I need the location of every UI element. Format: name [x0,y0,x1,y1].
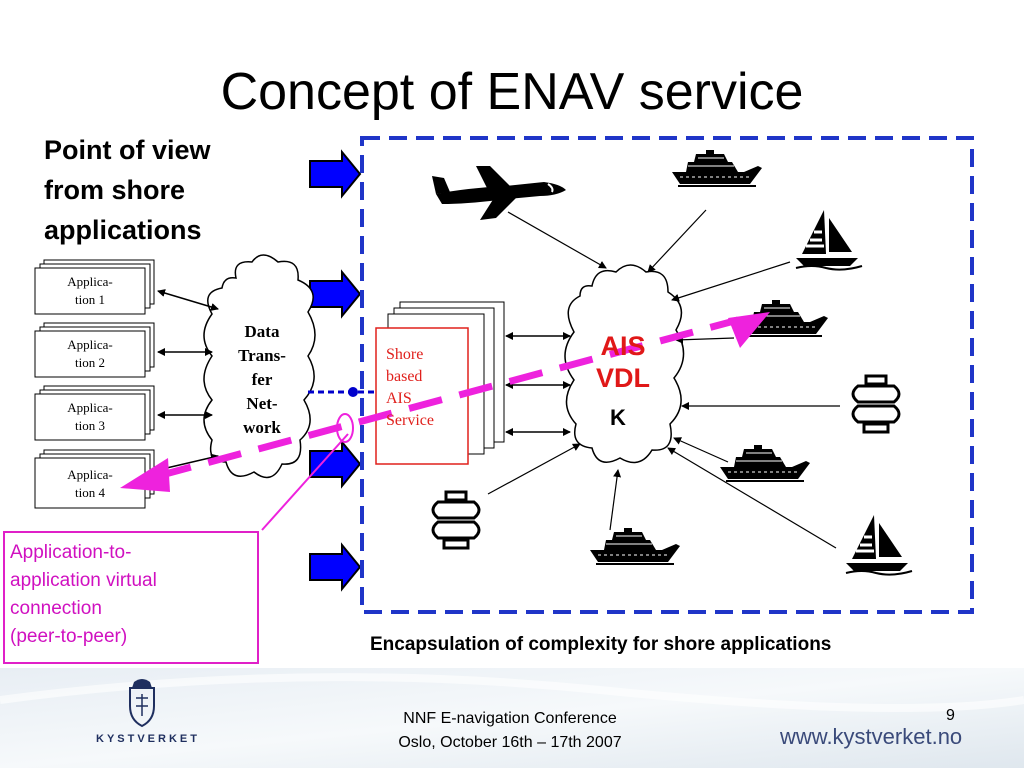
blue-arrow-2 [309,271,361,317]
encapsulation-box [360,136,974,614]
ship-icon-1 [671,149,763,187]
application-stack-2 [34,322,155,378]
data-transfer-cloud [203,254,316,479]
conference-info: NNF E-navigation Conference Oslo, Octobe… [398,710,622,751]
application-label-1: Applica- tion 1 [67,274,113,307]
ship-icon-3 [719,444,811,482]
application-label-4: Applica- tion 4 [67,467,113,500]
blue-arrow-4 [309,544,361,590]
sailboat-icon-1 [794,208,864,272]
buoy-icon-1 [851,374,901,434]
sailboat-icon-2 [844,513,914,577]
application-label-3: Applica- tion 3 [67,400,113,433]
point-of-view-heading: Point of view from shore applications [44,135,211,245]
application-stack-3 [34,385,155,441]
application-stack-4 [34,449,155,509]
callout-text: Application-to- application virtual conn… [10,542,157,647]
website-link[interactable]: www.kystverket.no [780,724,963,749]
ais-vdl-cloud [564,264,685,464]
callout-box [3,531,259,664]
application-label-2: Applica- tion 2 [67,337,113,370]
ship-icon-4 [589,527,681,565]
page-number: 9 [946,707,955,724]
ais-vdl-label: AIS VDL [596,331,650,393]
coat-of-arms-icon [129,679,155,728]
data-transfer-network-label: Data Trans- fer Net- work [238,322,286,437]
virtual-connection-line [157,316,739,480]
ais-vdl-label-extra: K [610,405,626,430]
buoy-icon-2 [431,490,481,550]
encapsulation-caption: Encapsulation of complexity for shore ap… [370,634,832,655]
blue-arrow-1 [309,151,361,197]
airplane-icon [432,166,566,220]
shore-service-label: Shore based AIS Service [386,346,434,429]
application-stack-1 [34,259,155,315]
page-title: Concept of ENAV service [220,63,804,121]
shore-service-box [375,327,469,465]
shore-service-stack [375,301,505,465]
brand-name: KYSTVERKET [96,733,200,745]
